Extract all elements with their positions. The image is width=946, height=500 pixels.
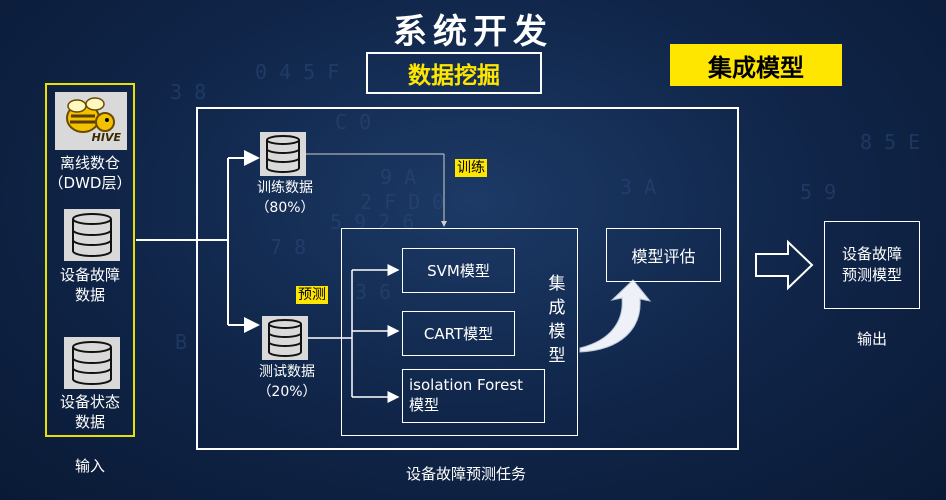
train-data-label: 训练数据 （80%） xyxy=(255,180,315,216)
output-caption: 输出 xyxy=(856,330,887,348)
model-evaluation-box: 模型评估 xyxy=(606,228,721,282)
database-icon xyxy=(64,337,120,389)
test-data-label: 测试数据 （20%） xyxy=(257,364,317,400)
ensemble-label: 集成模型 xyxy=(548,274,566,366)
input-panel: HIVE 离线数仓 （DWD层） 设备故障 数据 设备状态 数据 xyxy=(45,83,135,437)
input-label-status-data: 设备状态 数据 xyxy=(59,393,120,431)
right-arrow-icon xyxy=(755,239,814,291)
task-frame xyxy=(196,107,739,450)
cart-model-box: CART模型 xyxy=(402,311,515,356)
subtitle-box: 数据挖掘 xyxy=(366,52,542,94)
hive-icon: HIVE xyxy=(55,92,127,150)
page-title: 系统开发 xyxy=(393,12,553,52)
train-database-icon xyxy=(260,132,306,176)
test-database-icon xyxy=(262,316,308,360)
input-label-offline-warehouse: 离线数仓 （DWD层） xyxy=(48,154,132,192)
task-caption: 设备故障预测任务 xyxy=(405,465,526,483)
input-label-fault-data: 设备故障 数据 xyxy=(59,266,120,304)
train-flow-label: 训练 xyxy=(455,159,487,177)
output-box: 设备故障 预测模型 xyxy=(824,221,920,309)
test-flow-label: 预测 xyxy=(296,286,328,304)
curved-arrow-icon xyxy=(579,279,652,353)
svm-model-box: SVM模型 xyxy=(402,248,515,293)
ensemble-tag: 集成模型 xyxy=(670,44,842,86)
database-icon xyxy=(64,209,120,261)
input-caption: 输入 xyxy=(74,457,105,475)
isolation-forest-model-box: isolation Forest 模型 xyxy=(402,369,545,423)
ensemble-frame xyxy=(341,228,578,436)
